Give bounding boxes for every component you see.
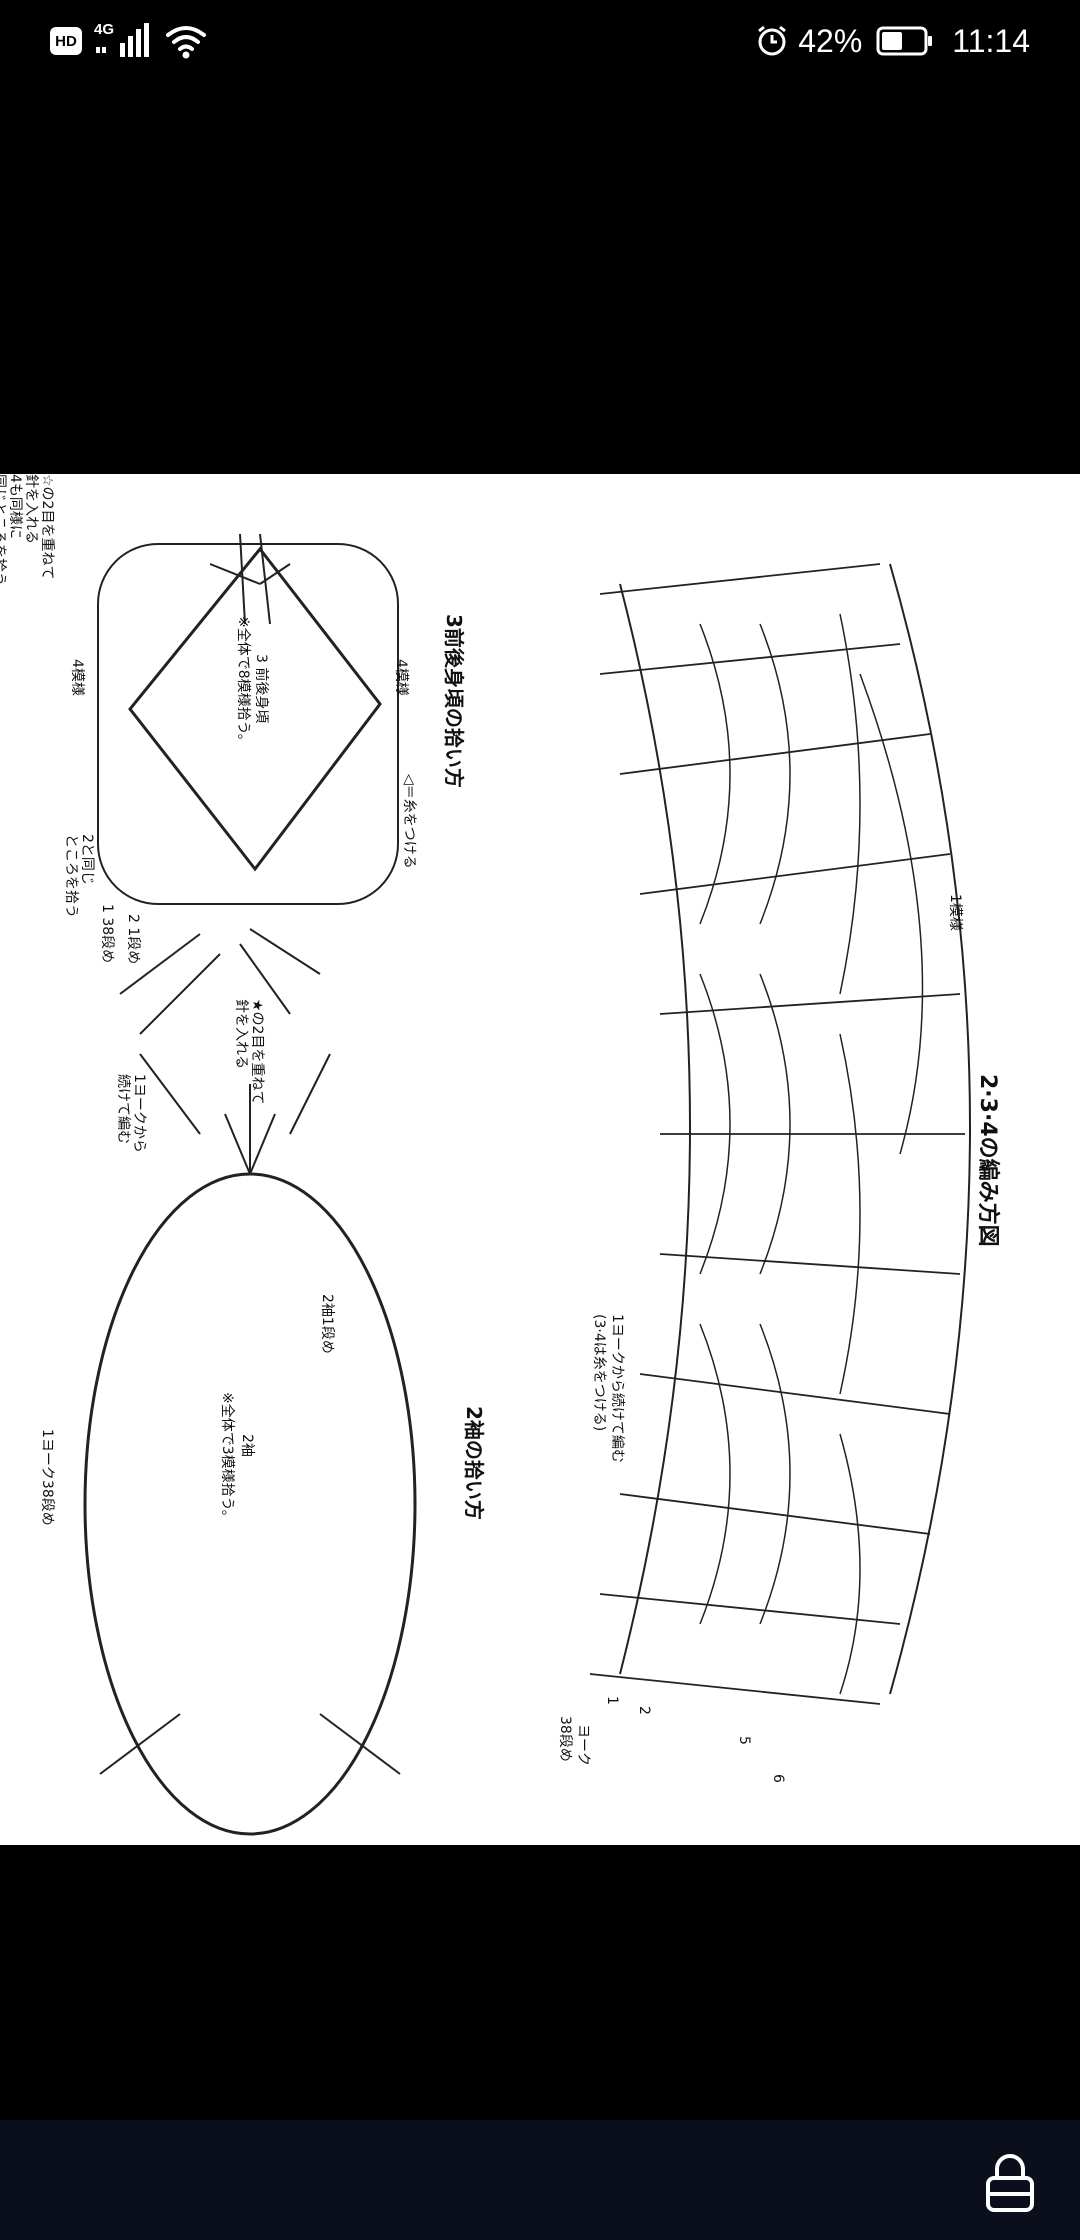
label-yoke-38: 38段め xyxy=(557,1716,573,1762)
front-body-diamond xyxy=(128,546,382,872)
sleeve-oval xyxy=(83,1172,417,1836)
wifi-icon xyxy=(166,26,206,59)
front-center-note: ※全体で8模様拾う。 xyxy=(235,616,251,748)
thread-note: ◁＝糸をつける xyxy=(401,774,417,869)
status-bar: HD 4G 42% xyxy=(0,0,1080,80)
front-center-label: 3 前後身頃 xyxy=(253,654,269,724)
row-label-1: 1 xyxy=(604,1696,620,1705)
label-4-pattern-left: 4模様 xyxy=(69,659,85,696)
sleeve-center-label: 2袖 xyxy=(239,1434,255,1457)
title-front-back: 3前後身頃の拾い方 xyxy=(442,614,466,788)
row-label-5: 5 xyxy=(736,1736,752,1745)
label-attach-note: (3·4は糸をつける) xyxy=(591,1314,607,1432)
diagram-title-main: 2·3·4の編み方図 xyxy=(975,1074,1000,1247)
same-place-2: ところを拾う xyxy=(63,834,79,918)
label-yoke-note: 1ヨークから続けて編む xyxy=(609,1314,625,1463)
status-left: HD 4G xyxy=(50,20,208,62)
row-label-2: 2 xyxy=(636,1706,652,1715)
label-main-pattern: 1模様 xyxy=(947,894,963,931)
lock-icon[interactable] xyxy=(980,2150,1040,2214)
sleeve-yoke-38: 1ヨーク38段め xyxy=(39,1429,55,1526)
photo-viewer[interactable]: 2·3·4の編み方図 1模様 1ヨークから続けて編む (3·4は糸をつける) ヨ… xyxy=(0,474,1080,1845)
status-right: 42% 11:14 xyxy=(756,18,1030,64)
label-4-pattern-right: 4模様 xyxy=(393,659,409,696)
sleeve-yoke-2: 続けて編む xyxy=(115,1074,131,1144)
battery-icon xyxy=(876,26,933,56)
battery-percent: 42% xyxy=(798,22,863,59)
row-label-6: 6 xyxy=(770,1774,786,1783)
alarm-icon xyxy=(758,25,787,56)
sleeve-center-note: ※全体で3模様拾う。 xyxy=(219,1392,235,1524)
clock: 11:14 xyxy=(952,22,1030,59)
row-1-label: 2 1段め xyxy=(125,914,141,965)
nav-bar xyxy=(0,2120,1080,2240)
crochet-diagram xyxy=(83,533,971,1836)
yoke-inner-arc xyxy=(619,583,691,1675)
sleeve-row-1: 2袖1段め xyxy=(319,1294,335,1354)
sleeve-star-2: 針を入れる xyxy=(233,999,249,1069)
hd-label: HD xyxy=(55,32,77,50)
pattern-bracket xyxy=(859,673,924,1155)
hd-icon: HD xyxy=(50,27,82,55)
label-yoke: ヨーク xyxy=(575,1724,591,1766)
yoke-outer-arc xyxy=(889,563,971,1695)
signal-icon: 4G xyxy=(94,21,152,61)
row-38-label: 1 38段め xyxy=(99,904,115,964)
title-sleeve: 2袖の拾い方 xyxy=(462,1406,486,1520)
star-note-4: 同じところを拾う xyxy=(0,474,7,586)
front-body-outline xyxy=(97,543,399,905)
network-type: 4G xyxy=(94,21,115,38)
